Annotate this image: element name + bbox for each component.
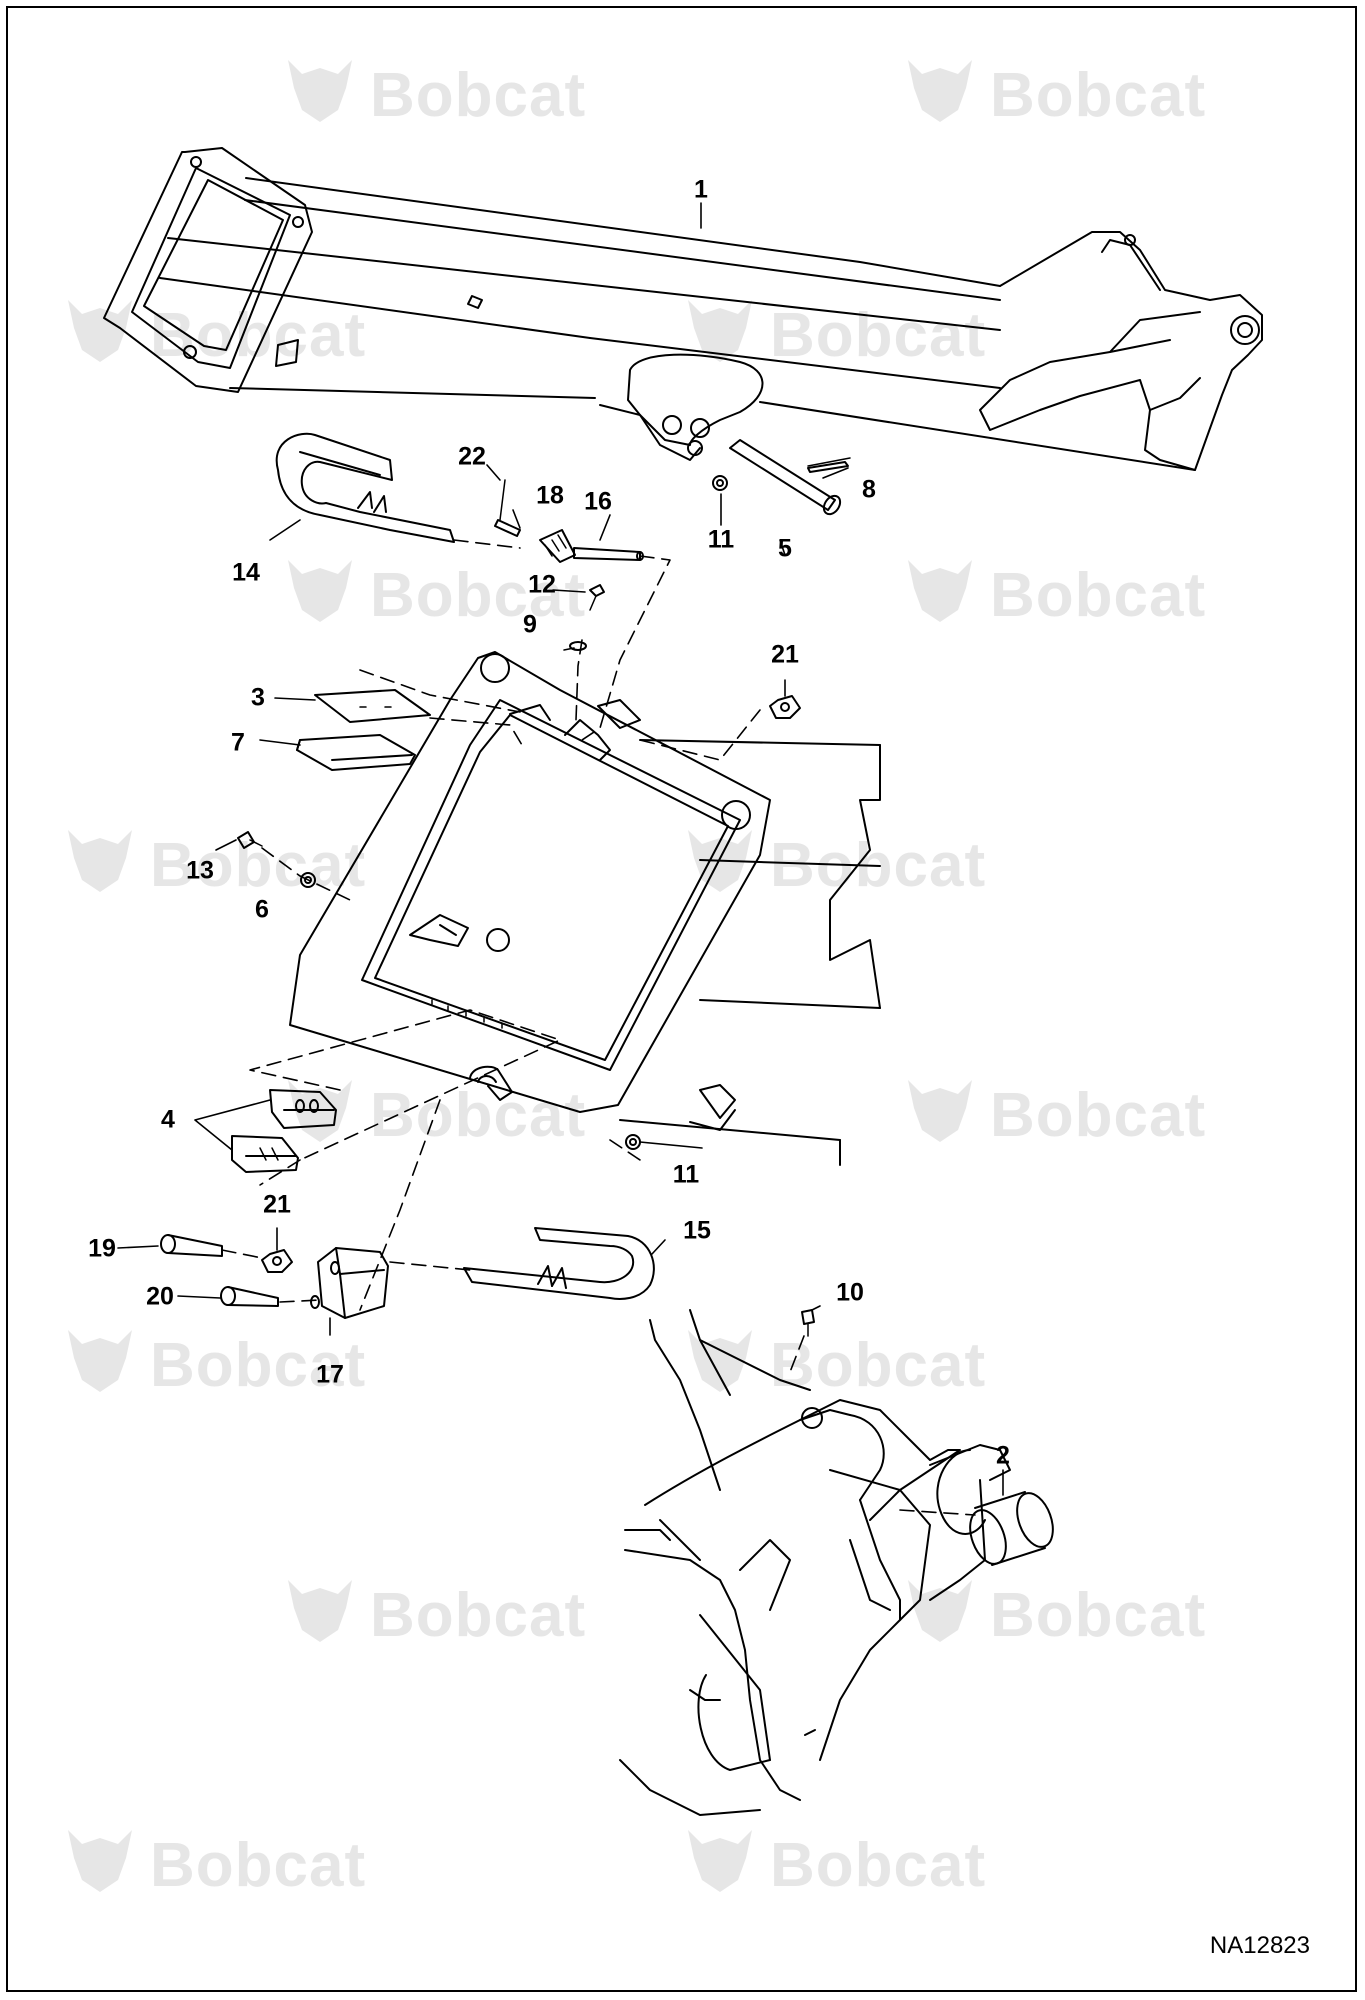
latch-pin-assembly [494, 479, 644, 651]
bobcat-head-logo-icon [288, 560, 352, 622]
bobcat-head-logo-icon [688, 300, 752, 362]
callout-7: 7 [231, 728, 245, 757]
callout-8: 8 [862, 475, 876, 504]
callout-21-top: 21 [771, 640, 799, 669]
pivot-pin-part-5 [729, 439, 851, 516]
callout-5: 5 [778, 534, 792, 563]
mount-frame [289, 651, 771, 1113]
callout-1: 1 [694, 175, 708, 204]
callout-22: 22 [458, 442, 486, 471]
bobcat-head-logo-icon [288, 1580, 352, 1642]
callout-9: 9 [523, 610, 537, 639]
callout-3: 3 [251, 683, 265, 712]
callout-18: 18 [536, 481, 564, 510]
brand-watermark: Bobcat [150, 1831, 367, 1900]
wear-pad-part-7 [296, 734, 416, 771]
wear-strap-part-14 [275, 432, 455, 543]
roll-pin-part-8 [807, 461, 849, 473]
grease-fitting-part-10 [801, 1309, 815, 1337]
brand-watermark: Bobcat [990, 1081, 1207, 1150]
brand-watermark: Bobcat [990, 61, 1207, 130]
nut-part-11-bottom [625, 1134, 641, 1150]
bolt-part-13 [237, 831, 263, 849]
callout-15: 15 [683, 1216, 711, 1245]
nut-part-21-bottom [261, 1249, 293, 1273]
callout-20: 20 [146, 1282, 174, 1311]
bolt-part-20 [220, 1286, 279, 1307]
bobcat-head-logo-icon [68, 1330, 132, 1392]
callout-16: 16 [584, 487, 612, 516]
bobcat-head-logo-icon [908, 1080, 972, 1142]
brand-watermark: Bobcat [150, 831, 367, 900]
callout-21-bottom: 21 [263, 1190, 291, 1219]
callout-12: 12 [528, 570, 556, 599]
diagram-frame [6, 6, 1357, 1992]
brand-watermark: Bobcat [770, 1831, 987, 1900]
brand-watermark: Bobcat [150, 1331, 367, 1400]
callout-17: 17 [316, 1360, 344, 1389]
leader-lines [117, 202, 1004, 1496]
nut-part-11-top [712, 475, 728, 491]
brand-watermark: Bobcat [150, 301, 367, 370]
brand-watermark: Bobcat [370, 1581, 587, 1650]
brand-watermark: Bobcat [370, 61, 587, 130]
beam-section-behind-frame [619, 739, 881, 1166]
callout-2: 2 [996, 1441, 1010, 1470]
bobcat-head-logo-icon [68, 1830, 132, 1892]
dashed-assembly-lines [221, 539, 976, 1516]
lower-arm-section [619, 1309, 1011, 1816]
callout-10: 10 [836, 1278, 864, 1307]
callout-13: 13 [186, 856, 214, 885]
brand-watermark: Bobcat [770, 301, 987, 370]
bobcat-head-logo-icon [68, 830, 132, 892]
block-part-4 [231, 1089, 337, 1173]
callout-4: 4 [161, 1105, 175, 1134]
bracket-part-17 [310, 1247, 389, 1319]
bushing-part-2 [969, 1491, 1054, 1566]
brand-watermark: Bobcat [370, 1081, 587, 1150]
brand-watermark: Bobcat [990, 561, 1207, 630]
shim-part-3 [314, 689, 431, 723]
bobcat-head-logo-icon [908, 1580, 972, 1642]
bobcat-head-logo-icon [908, 60, 972, 122]
wear-strap-part-15 [463, 1227, 655, 1300]
callout-11-top: 11 [707, 525, 735, 554]
bobcat-head-logo-icon [908, 560, 972, 622]
callout-11-bottom: 11 [672, 1160, 700, 1189]
bobcat-head-logo-icon [68, 300, 132, 362]
brand-watermark: Bobcat [370, 561, 587, 630]
callout-14: 14 [232, 558, 260, 587]
washer-part-6 [300, 872, 316, 888]
drawing-id-label: NA12823 [1209, 1932, 1310, 1959]
bobcat-head-logo-icon [688, 1830, 752, 1892]
bolt-part-19 [160, 1234, 223, 1257]
boom-arm-part-1 [103, 147, 1263, 471]
callout-6: 6 [255, 895, 269, 924]
callout-19: 19 [88, 1234, 116, 1263]
bobcat-head-logo-icon [288, 60, 352, 122]
nut-part-21-top [769, 695, 801, 719]
brand-watermark: Bobcat [990, 1581, 1207, 1650]
